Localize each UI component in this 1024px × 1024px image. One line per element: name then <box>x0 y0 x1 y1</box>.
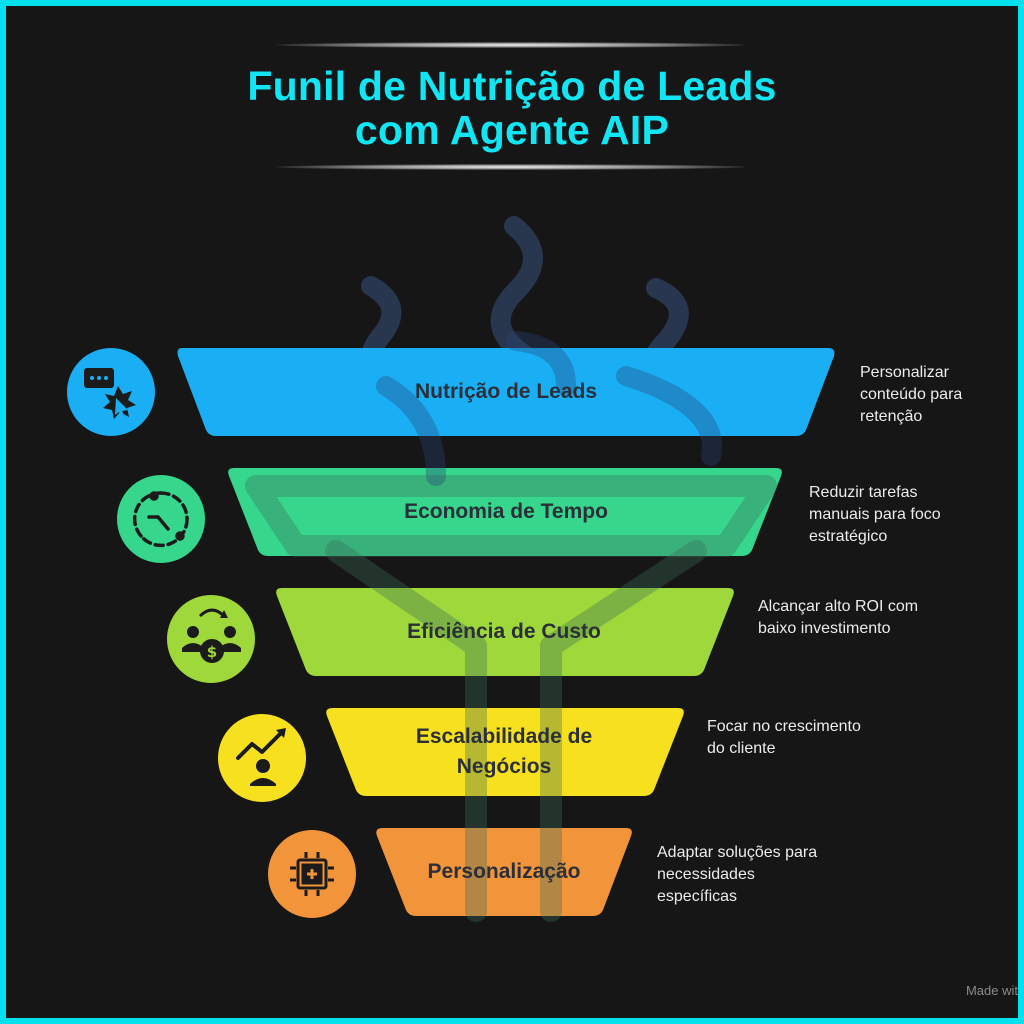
stage-description-eficiencia: Alcançar alto ROI com baixo investimento <box>758 596 988 640</box>
stage-label-personalizacao: Personalização <box>404 828 604 916</box>
stage-label-text: Nutrição de Leads <box>414 380 598 403</box>
steam-overlay-center <box>506 331 576 396</box>
icon-circle-escalabilidade <box>218 714 306 802</box>
svg-text:$: $ <box>207 643 217 661</box>
stage-description-personalizacao: Adaptar soluções para necessidades espec… <box>657 842 887 908</box>
desc-line: Alcançar alto ROI com <box>758 598 919 615</box>
desc-line: conteúdo para <box>860 386 963 403</box>
stage-label-eficiencia: Eficiência de Custo <box>304 588 704 676</box>
cup-rim <box>245 475 777 557</box>
steam-overlay <box>376 331 722 486</box>
stage-description-escalabilidade: Focar no crescimento do cliente <box>707 716 937 760</box>
stage-label-text: Personalização <box>427 860 581 883</box>
stage-label-text: Economia de Tempo <box>404 500 608 523</box>
desc-line: necessidades <box>657 866 755 883</box>
icon-circle-eficiencia <box>167 595 255 683</box>
stage-description-nutricao: Personalizar conteúdo para retenção <box>860 362 1010 428</box>
desc-line: estratégico <box>809 528 888 545</box>
growth-person-icon <box>236 728 286 786</box>
cup-left-leg <box>325 540 487 922</box>
stage-description-economia: Reduzir tarefas manuais para foco estrat… <box>809 482 999 548</box>
steam-overlay-right <box>616 366 722 466</box>
stage-label-nutricao: Nutrição de Leads <box>206 348 806 436</box>
stage-label-economia: Economia de Tempo <box>256 468 756 556</box>
team-money-icon: $ <box>182 608 241 663</box>
watermark: Made wit <box>965 983 1018 998</box>
cup-right-leg <box>540 540 707 922</box>
desc-line: Focar no crescimento <box>707 718 861 735</box>
desc-line: baixo investimento <box>758 620 891 637</box>
chip-plus-icon <box>290 852 334 896</box>
title-line-1: Funil de Nutrição de Leads <box>247 63 777 109</box>
stage-label-text: Eficiência de Custo <box>407 620 601 643</box>
infographic-frame: Funil de Nutrição de Leads com Agente AI… <box>6 6 1018 1018</box>
title-glow-bottom <box>276 164 746 170</box>
funnel-band-eficiencia <box>276 588 734 676</box>
funnel-band-escalabilidade <box>326 708 684 796</box>
clock-cycle-icon <box>132 491 189 548</box>
title-glow-top <box>276 42 746 48</box>
icon-circle-nutricao <box>67 348 155 436</box>
funnel-graphic: $ <box>67 216 835 922</box>
page-title: Funil de Nutrição de Leads com Agente AI… <box>6 64 1018 152</box>
desc-line: Reduzir tarefas <box>809 484 918 501</box>
steam-overlay-left <box>376 376 446 486</box>
desc-line: específicas <box>657 888 738 905</box>
title-line-2: com Agente AIP <box>354 107 670 153</box>
steam-wisp-center <box>490 216 543 366</box>
desc-line: retenção <box>860 408 923 425</box>
chat-cursor-icon <box>84 368 136 419</box>
stage-label-line-1: Escalabilidade de <box>415 725 593 748</box>
stage-label-line-2: Negócios <box>456 755 552 778</box>
funnel-band-personalizacao <box>376 828 632 916</box>
desc-line: manuais para foco <box>809 506 941 523</box>
stage-label-escalabilidade: Escalabilidade de Negócios <box>354 708 654 796</box>
desc-line: Personalizar <box>860 364 949 381</box>
funnel-band-economia <box>228 468 782 556</box>
funnel-band-nutricao <box>177 348 835 436</box>
desc-line: do cliente <box>707 740 776 757</box>
desc-line: Adaptar soluções para <box>657 844 818 861</box>
cup-overlay <box>245 475 777 922</box>
